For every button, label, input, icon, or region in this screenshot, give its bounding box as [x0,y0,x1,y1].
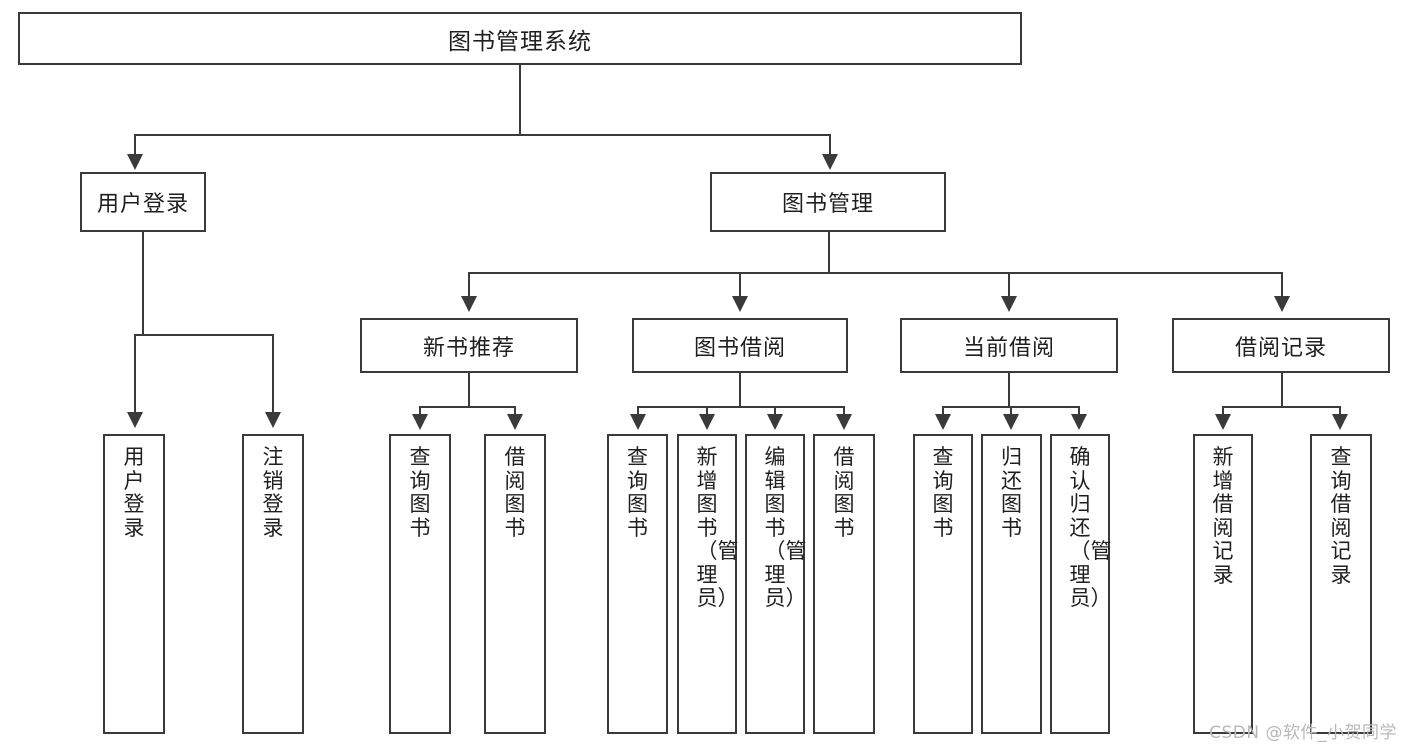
leaf-add-borrow-record[interactable]: 新增借阅记录 [1193,434,1253,734]
node-current-borrowing[interactable]: 当前借阅 [900,318,1118,373]
leaf-add-book-admin[interactable]: 新增图书（管理员） [677,434,739,734]
leaf-query-book-nbr[interactable]: 查询图书 [389,434,451,734]
leaf-confirm-return-admin[interactable]: 确认归还（管理员） [1050,434,1112,734]
leaf-query-book-bb[interactable]: 查询图书 [607,434,668,734]
node-label: 用户登录 [96,192,189,217]
connector-cb-stem [1008,373,1010,408]
arrowhead-cb-to-leaf-1 [935,414,951,430]
connector-bb-to-leaf-1 [637,406,639,418]
node-root-book-management-system[interactable]: 图书管理系统 [18,12,1022,65]
node-new-book-recommendation[interactable]: 新书推荐 [360,318,578,373]
leaf-logout[interactable]: 注销登录 [242,434,304,734]
leaf-label: 借阅图书 [504,445,526,540]
connector-cb-to-leaf-2 [1010,406,1012,418]
connector-br-to-leaf-2 [1339,406,1341,418]
connector-nbr-bus [419,406,516,408]
connector-cb-to-leaf-1 [942,406,944,418]
connector-user-login-bus [134,334,273,336]
connector-br-bus [1222,406,1341,408]
connector-bm-to-current-borrow [1008,272,1010,300]
connector-cb-to-leaf-3 [1078,406,1080,418]
arrowhead-cb-to-leaf-2 [1003,414,1019,430]
arrowhead-bb-to-leaf-1 [630,414,646,430]
leaf-label: 注销登录 [262,445,284,540]
leaf-label: 查询图书 [627,445,648,540]
connector-root-to-user-login [134,134,136,161]
node-label: 借阅记录 [1234,335,1327,361]
connector-root-bus [134,134,830,136]
node-label: 图书借阅 [693,335,786,361]
arrowhead-nbr-to-leaf-1 [412,414,428,430]
connector-nbr-to-leaf-2 [514,406,516,418]
leaf-label: 用户登录 [123,445,145,540]
connector-bb-to-leaf-3 [774,406,776,418]
leaf-label: 新增图书（管理员） [696,445,739,611]
leaf-query-book-cb[interactable]: 查询图书 [913,434,973,734]
arrowhead-root-to-user-login [127,154,143,170]
connector-book-management-stem [828,232,830,274]
connector-root-stem [519,65,521,135]
leaf-label: 编辑图书（管理员） [764,445,807,611]
arrowhead-bm-to-borrow-record [1274,296,1290,312]
connector-user-login-to-leaf-2 [272,334,274,416]
leaf-borrow-book-bb[interactable]: 借阅图书 [813,434,875,734]
leaf-label: 归还图书 [1001,445,1022,540]
leaf-edit-book-admin[interactable]: 编辑图书（管理员） [745,434,807,734]
leaf-label: 查询图书 [409,445,431,540]
node-book-management[interactable]: 图书管理 [710,172,946,232]
connector-book-management-bus [468,272,1282,274]
connector-bm-to-new-book [468,272,470,300]
leaf-user-login[interactable]: 用户登录 [103,434,165,734]
connector-br-to-leaf-1 [1222,406,1224,418]
connector-bb-to-leaf-2 [706,406,708,418]
leaf-borrow-book-nbr[interactable]: 借阅图书 [484,434,546,734]
arrowhead-bm-to-book-borrow [732,296,748,312]
arrowhead-nbr-to-leaf-2 [507,414,523,430]
arrowhead-root-to-book-management [822,154,838,170]
leaf-label: 新增借阅记录 [1212,445,1234,587]
node-borrowing-record[interactable]: 借阅记录 [1172,318,1390,373]
arrowhead-bb-to-leaf-4 [836,414,852,430]
arrowhead-br-to-leaf-2 [1332,414,1348,430]
watermark-text: CSDN @软件_小贺同学 [1209,723,1397,743]
connector-bb-stem [739,373,741,408]
arrowhead-bm-to-current-borrow [1001,296,1017,312]
leaf-label: 查询借阅记录 [1330,445,1352,587]
leaf-query-borrow-record[interactable]: 查询借阅记录 [1310,434,1372,734]
connector-nbr-stem [468,373,470,408]
leaf-label: 查询图书 [932,445,954,540]
connector-bb-to-leaf-4 [843,406,845,418]
connector-br-stem [1281,373,1283,408]
node-user-login[interactable]: 用户登录 [80,172,206,232]
arrowhead-bb-to-leaf-3 [767,414,783,430]
arrowhead-user-login-to-leaf-2 [265,412,281,428]
leaf-label: 确认归还（管理员） [1069,445,1112,611]
arrowhead-cb-to-leaf-3 [1071,414,1087,430]
node-label: 图书管理系统 [448,28,592,55]
connector-nbr-to-leaf-1 [419,406,421,418]
leaf-label: 借阅图书 [833,445,855,540]
node-book-borrowing[interactable]: 图书借阅 [632,318,848,373]
arrowhead-bm-to-new-book [461,296,477,312]
connector-bm-to-borrow-record [1281,272,1283,300]
connector-bm-to-book-borrow [739,272,741,300]
node-label: 图书管理 [781,192,874,217]
node-label: 新书推荐 [422,335,515,361]
arrowhead-bb-to-leaf-2 [699,414,715,430]
arrowhead-br-to-leaf-1 [1215,414,1231,430]
node-label: 当前借阅 [962,335,1055,361]
connector-bb-bus [637,406,845,408]
connector-root-to-book-management [829,134,831,161]
connector-user-login-to-leaf-1 [134,334,136,416]
connector-user-login-stem [142,232,144,336]
arrowhead-user-login-to-leaf-1 [127,412,143,428]
leaf-return-book[interactable]: 归还图书 [981,434,1042,734]
